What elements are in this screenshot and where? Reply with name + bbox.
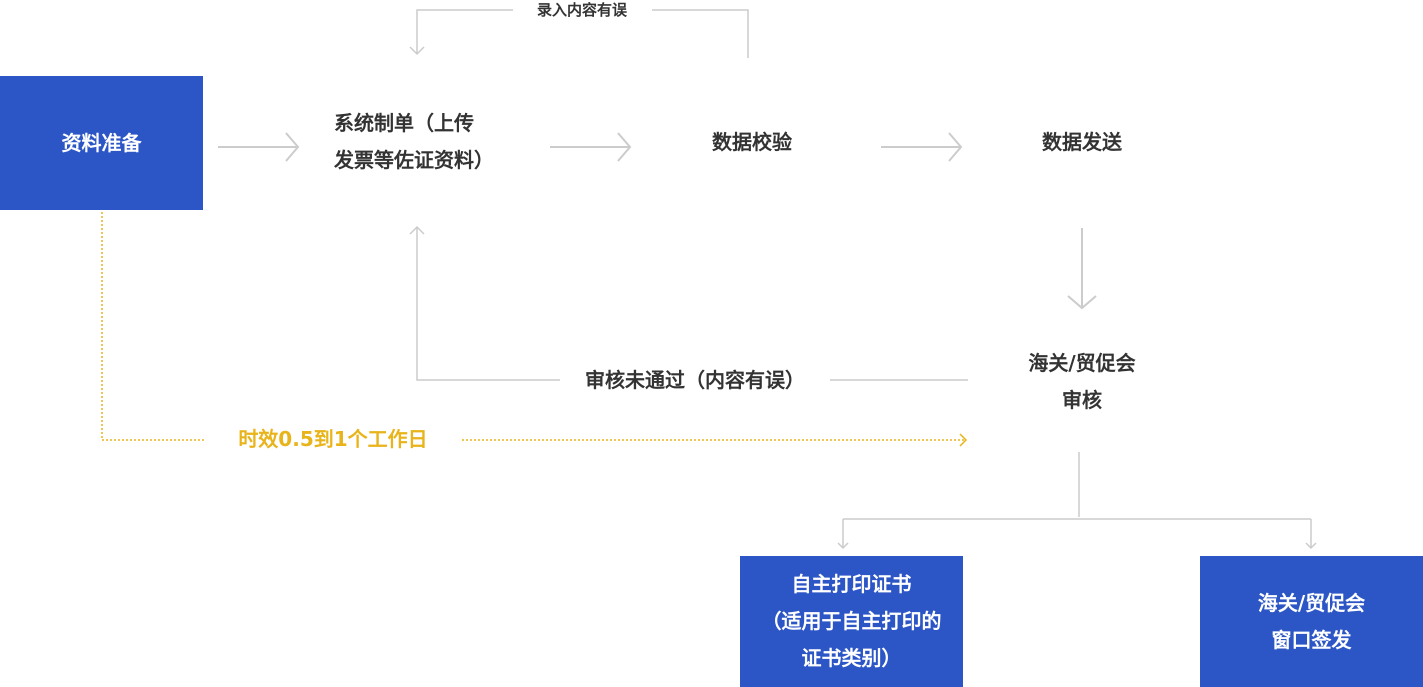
input-error-label: 录入内容有误 [536,1,627,19]
timeframe-arrowhead [959,433,968,447]
branch-connector [837,452,1317,550]
input-error-loop [409,9,749,58]
step-review: 海关/贸促会 审核 [982,345,1182,419]
timeframe-label: 时效0.5到1个工作日 [238,427,428,451]
window-issue-line1: 海关/贸促会 [1257,590,1366,615]
self-print-line3: 证书类别） [801,646,902,670]
step-prepare-label: 资料准备 [61,130,142,155]
step-create-line2: 发票等佐证资料） [334,148,494,172]
step-create: 系统制单（上传 发票等佐证资料） [310,105,530,179]
step-review-line1: 海关/贸促会 [1028,351,1136,375]
step-self-print: 自主打印证书 （适用于自主打印的 证书类别） [740,556,963,687]
arrow-send-to-review [1067,228,1097,310]
timeframe-line [101,212,966,441]
arrow-create-to-validate [550,132,632,162]
self-print-line2: （适用于自主打印的 [761,609,942,633]
step-create-line1: 系统制单（上传 [334,111,474,135]
window-issue-line2: 窗口签发 [1271,627,1352,652]
review-failed-loop [409,225,968,381]
self-print-line1: 自主打印证书 [791,572,912,596]
step-validate: 数据校验 [712,130,792,154]
step-prepare: 资料准备 [0,76,203,210]
step-send: 数据发送 [1042,130,1122,154]
arrow-prepare-to-create [218,132,300,162]
review-failed-label: 审核未通过（内容有误） [585,368,805,392]
step-window-issue: 海关/贸促会 窗口签发 [1200,556,1423,687]
step-review-line2: 审核 [1062,388,1102,412]
arrow-validate-to-send [881,132,963,162]
